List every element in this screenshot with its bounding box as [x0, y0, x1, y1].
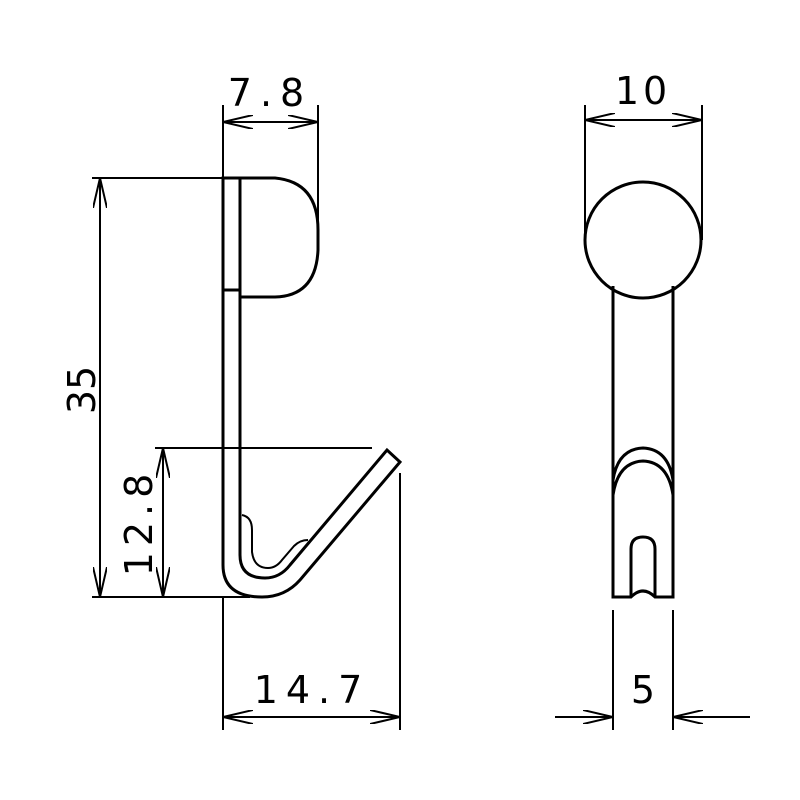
dimension-label: 14.7: [254, 668, 371, 712]
back-plate: [221, 176, 403, 599]
dimension-total-height: 35: [60, 177, 250, 598]
hook-arc-inner: [611, 459, 675, 496]
dimension-total-depth: 14.7: [222, 473, 401, 730]
shank: [611, 286, 675, 599]
dimension-shank-width: 5: [555, 610, 750, 730]
dimension-label: 10: [615, 69, 671, 113]
cap-profile: [240, 176, 320, 299]
dimension-label: 5: [631, 668, 655, 712]
hook-arc-outer: [611, 446, 675, 481]
dimension-label: 7.8: [228, 71, 312, 115]
side-view: [221, 176, 403, 599]
dimension-cap-diameter: 10: [584, 69, 703, 240]
dimension-hook-height: 12.8: [117, 447, 372, 597]
cap-circle: [583, 180, 703, 300]
dimension-label: 12.8: [117, 468, 161, 577]
hook-pad: [241, 514, 309, 570]
dimension-label: 35: [60, 366, 104, 414]
dimension-cap-depth: 7.8: [222, 71, 319, 230]
shank-slot: [629, 535, 657, 597]
front-view: [583, 180, 703, 599]
